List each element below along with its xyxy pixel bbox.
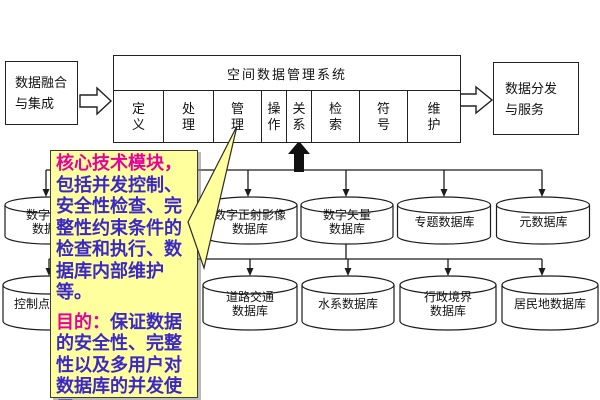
- flow-arrow-right-icon: [457, 85, 494, 115]
- down-arrowhead-icon: [538, 268, 546, 276]
- db-label-orthophoto: 数字正射影像 数据库: [213, 208, 286, 236]
- cylinder-shape: [501, 275, 599, 331]
- spatial-data-system-box: 空间数据管理系统 定义 处理 管理 操作 关系 检索 符号 维护: [113, 55, 461, 143]
- db-label-water-system: 水系数据库: [317, 297, 378, 311]
- callout-purpose-label: 目的：: [56, 311, 110, 332]
- module-cell: 处理: [164, 91, 214, 142]
- module-row: 定义 处理 管理 操作 关系 检索 符号 维护: [114, 91, 460, 142]
- cylinder-shape: [301, 275, 395, 331]
- module-label: 符号: [376, 100, 390, 132]
- cylinder-shape: [300, 196, 394, 245]
- flow-arrow-left-icon: [79, 86, 113, 116]
- db-label-metadata: 元数据库: [519, 215, 568, 229]
- db-label-residential: 居民地数据库: [513, 297, 586, 311]
- down-arrowhead-icon: [440, 189, 448, 197]
- module-label: 处理: [181, 100, 195, 132]
- module-label: 检索: [328, 100, 342, 132]
- module-label: 关系: [292, 100, 306, 132]
- db-label-road-traffic: 道路交通 数据库: [225, 290, 274, 318]
- cylinder-shape: [495, 196, 591, 245]
- module-label: 操作: [267, 100, 281, 132]
- module-cell: 符号: [360, 91, 408, 142]
- arrowheads: [42, 189, 546, 276]
- module-cell: 管理: [214, 91, 262, 142]
- data-fusion-box: 数据融合 与集成: [5, 61, 78, 125]
- module-label: 管理: [230, 100, 244, 132]
- module-cell: 检索: [312, 91, 360, 142]
- callout-title: 核心技术模块，: [56, 153, 182, 173]
- down-connectors-row1: [45, 170, 543, 190]
- cylinder-shape: [399, 275, 497, 331]
- down-arrowhead-icon: [342, 189, 350, 197]
- module-cell: 定义: [114, 91, 164, 142]
- data-distribution-label: 数据分发 与服务: [505, 80, 558, 117]
- module-label: 定义: [131, 100, 145, 132]
- callout-note: 核心技术模块，包括并发控制、安全性检查、完整性约束条件的检查和执行、数据库内部维…: [50, 150, 198, 400]
- down-arrowhead-icon: [538, 189, 546, 197]
- module-label: 维护: [427, 100, 441, 132]
- db-label-admin-boundary: 行政境界 数据库: [423, 290, 472, 318]
- data-distribution-box: 数据分发 与服务: [493, 62, 579, 135]
- cylinder-shape: [202, 275, 298, 331]
- down-arrowhead-icon: [444, 268, 452, 276]
- callout-paragraph-core: 核心技术模块，包括并发控制、安全性检查、完整性约束条件的检查和执行、数据库内部维…: [56, 153, 192, 304]
- cylinder-shape: [396, 196, 492, 245]
- down-arrowhead-icon: [344, 268, 352, 276]
- db-label-vector: 数字矢量 数据库: [322, 208, 371, 236]
- down-arrowhead-icon: [244, 189, 252, 197]
- module-cell: 关系: [287, 91, 312, 142]
- callout-body: 包括并发控制、安全性检查、完整性约束条件的检查和执行、数据库内部维护等。: [56, 174, 182, 303]
- data-fusion-label: 数据融合 与集成: [15, 75, 68, 111]
- db-label-thematic: 专题数据库: [414, 215, 475, 229]
- up-arrow-icon: [288, 141, 310, 172]
- down-arrowhead-icon: [42, 189, 50, 197]
- module-cell: 操作: [262, 91, 287, 142]
- down-arrowhead-icon: [246, 268, 254, 276]
- system-title: 空间数据管理系统: [114, 56, 460, 91]
- down-connectors-row2: [48, 259, 543, 269]
- module-cell: 维护: [408, 91, 460, 142]
- callout-purpose-body: 保证数据的安全性、完整性以及多用户对数据库的并发使用。: [56, 311, 182, 400]
- callout-paragraph-purpose: 目的：保证数据的安全性、完整性以及多用户对数据库的并发使用。: [56, 312, 192, 400]
